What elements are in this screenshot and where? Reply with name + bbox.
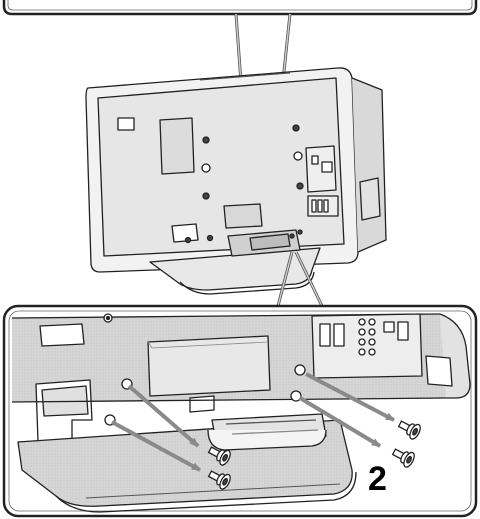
screw-icon [207, 470, 231, 490]
top-callout-box [2, 0, 478, 16]
screw-icon [391, 448, 415, 468]
screw-icon [207, 446, 231, 466]
insertion-arrows [111, 372, 395, 472]
bottom-callout-leader [276, 251, 324, 307]
magnified-back-panel [11, 313, 471, 443]
tv-rear-panel [85, 67, 387, 273]
stand-upper [149, 229, 321, 295]
step-number-label: 2 [368, 460, 387, 498]
screw-icon [397, 420, 421, 440]
